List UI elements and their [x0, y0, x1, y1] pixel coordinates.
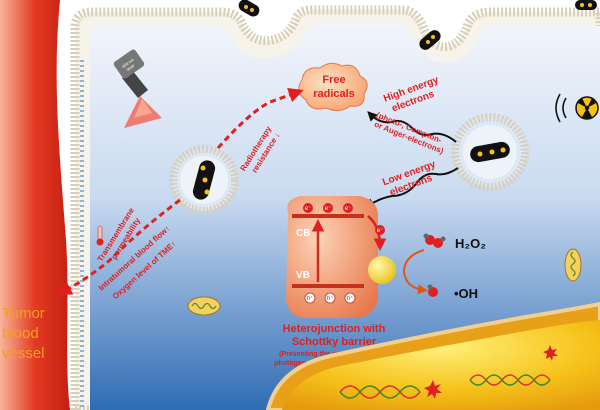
low-energy-arrow [364, 167, 459, 209]
high-energy-arrow [367, 111, 457, 143]
electron-label: e⁻ [377, 228, 384, 234]
radiation-icon [555, 93, 599, 123]
oh-radical [427, 284, 438, 297]
tumor-label-1: Tumor [2, 305, 45, 322]
vb-label: VB [296, 270, 310, 281]
heterojunction-label-1: Heterojunction with [283, 323, 386, 335]
hole-dot [304, 292, 316, 304]
vessel-arrow [56, 198, 181, 295]
tumor-label-3: vessel [2, 345, 45, 362]
radiotherapy-arrow [216, 87, 304, 149]
membrane-particle [238, 0, 260, 17]
heterojunction-label-2: Schottky barrier [292, 336, 377, 348]
electron-dot [323, 203, 333, 213]
free-radicals-blob: Free radicals [298, 62, 368, 112]
membrane-particle [419, 30, 441, 50]
electron-dot [343, 203, 353, 213]
transfer-electron [375, 225, 385, 235]
valence-band [292, 284, 364, 288]
thermometer-icon [96, 225, 104, 246]
hole-label: h⁺ [347, 295, 354, 302]
electron-label: e⁻ [305, 206, 312, 212]
hole-dot [324, 292, 336, 304]
electron-dot [303, 203, 313, 213]
dna-damage-star [543, 345, 558, 361]
electron-label: e⁻ [345, 206, 352, 212]
mitochondria-icon [564, 248, 582, 282]
cb-label: CB [296, 228, 310, 239]
liposome-right [451, 113, 529, 191]
dna-icon [469, 374, 551, 386]
nucleus-icon [265, 301, 600, 410]
h2o2-molecule [423, 233, 446, 248]
free-radicals-label-2: radicals [313, 88, 355, 100]
mitochondria-icon [187, 296, 221, 316]
dna-icon [339, 385, 421, 399]
laser-label-2: laser [125, 62, 136, 71]
tumor-blood-vessel [0, 0, 70, 410]
h2o2-label: H₂O₂ [455, 236, 486, 251]
dna-damage-star [424, 380, 442, 399]
electron-label: e⁻ [325, 206, 332, 212]
semiconductor-particle: CB VB e⁻ e⁻ e⁻ h⁺ h⁺ h⁺ e⁻ [286, 196, 396, 318]
laser-icon: 808 nm laser [113, 49, 162, 128]
liposome-left [169, 145, 239, 215]
gold-sphere [368, 256, 396, 284]
hole-dot [344, 292, 356, 304]
membrane-particle [575, 0, 597, 10]
oh-label: •OH [454, 286, 478, 301]
ros-reaction-arrow [402, 249, 428, 295]
hole-label: h⁺ [307, 295, 314, 302]
conduction-band [292, 214, 364, 218]
hole-label: h⁺ [327, 295, 334, 302]
dna-icon [469, 374, 551, 386]
free-radicals-label-1: Free [322, 74, 345, 86]
tumor-label-2: blood [2, 325, 39, 342]
